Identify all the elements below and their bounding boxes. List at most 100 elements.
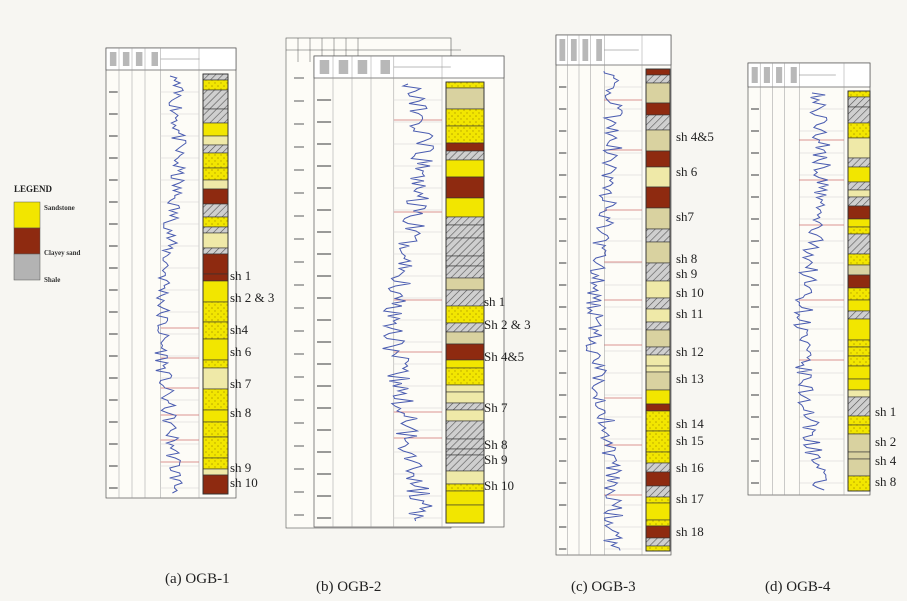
header-glyph xyxy=(135,52,143,66)
shale-label: Sh 2 & 3 xyxy=(484,317,531,332)
lithology-bed xyxy=(202,179,229,190)
header-glyph xyxy=(596,39,602,61)
lithology-bed xyxy=(445,409,485,422)
lithology-bed xyxy=(645,321,671,331)
lithology-bed xyxy=(847,233,871,255)
lithology-bed xyxy=(847,365,871,380)
lithology-bed xyxy=(202,203,229,218)
lithology-bed xyxy=(445,125,485,144)
lithology-bed xyxy=(645,74,671,84)
lithology-bed xyxy=(445,331,485,345)
lithology-bed xyxy=(847,181,871,191)
lithology-bed xyxy=(202,135,229,146)
lithology-bed xyxy=(445,265,485,279)
lithology-bed xyxy=(445,454,485,472)
shale-label: sh 1 xyxy=(875,404,896,419)
lithology-bed xyxy=(445,87,485,110)
lithology-bed xyxy=(645,537,671,547)
header-glyph xyxy=(763,67,770,83)
lithology-bed xyxy=(202,280,229,303)
caption-ogb-3: (c) OGB-3 xyxy=(571,579,636,595)
lithology-column xyxy=(645,68,671,552)
header-glyph xyxy=(151,52,158,66)
lithology-bed xyxy=(645,430,671,453)
lithology-bed xyxy=(645,365,671,373)
lithology-bed xyxy=(445,237,485,257)
lithology-bed xyxy=(645,462,671,473)
lithology-bed xyxy=(202,167,229,181)
lithology-bed xyxy=(847,218,871,228)
header-glyph xyxy=(751,67,758,83)
lithology-bed xyxy=(847,264,871,276)
shale-label: sh 16 xyxy=(676,460,704,475)
lithology-bed xyxy=(847,106,871,124)
lithology-bed xyxy=(645,186,671,209)
lithology-bed xyxy=(202,273,229,282)
shale-label: sh 9 xyxy=(676,266,697,281)
legend-swatch-shale xyxy=(13,253,41,281)
shale-label: sh 1 xyxy=(230,268,251,283)
header-glyph xyxy=(357,60,368,74)
lithology-bed xyxy=(202,457,229,470)
lithology-bed xyxy=(645,297,671,310)
shale-label: sh 4 xyxy=(875,453,897,468)
lithology-bed xyxy=(847,355,871,367)
lithology-bed xyxy=(445,322,485,333)
legend: LEGEND Sandstone Clayey sand Shale xyxy=(13,184,80,284)
lithology-bed xyxy=(202,421,229,438)
lithology-bed xyxy=(202,247,229,255)
header-glyph xyxy=(109,52,117,66)
well-log-ogb-4 xyxy=(747,62,871,496)
lithology-bed xyxy=(445,391,485,404)
lithology-bed xyxy=(645,502,671,521)
legend-title: LEGEND xyxy=(14,184,53,194)
lithology-bed xyxy=(847,196,871,207)
lithology-bed xyxy=(202,226,229,234)
lithology-bed xyxy=(847,318,871,341)
lithology-bed xyxy=(445,438,485,450)
lithology-bed xyxy=(445,176,485,199)
lithology-bed xyxy=(847,157,871,168)
lithology-bed xyxy=(645,519,671,527)
lithology-bed xyxy=(645,329,671,348)
lithology-bed xyxy=(445,81,485,89)
lithology-bed xyxy=(847,205,871,220)
shale-label: sh 11 xyxy=(676,306,703,321)
lithology-bed xyxy=(445,305,485,324)
gamma-ray-curve xyxy=(382,83,434,522)
lithology-bed xyxy=(847,396,871,417)
lithology-bed xyxy=(445,343,485,361)
shale-label: sh 2 xyxy=(875,434,896,449)
lithology-bed xyxy=(445,483,485,492)
shale-label: sh 18 xyxy=(676,524,704,539)
lithology-bed xyxy=(847,122,871,139)
lithology-bed xyxy=(645,451,671,464)
lithology-bed xyxy=(202,468,229,476)
header-glyph xyxy=(380,60,390,74)
lithology-bed xyxy=(847,189,871,198)
lithology-bed xyxy=(445,367,485,386)
lithology-bed xyxy=(645,525,671,539)
lithology-bed xyxy=(645,241,671,264)
shale-label: sh 9 xyxy=(230,460,251,475)
lithology-bed xyxy=(847,389,871,398)
lithology-bed xyxy=(202,321,229,340)
header-glyph xyxy=(559,39,566,61)
lithology-bed xyxy=(645,68,671,76)
lithology-bed xyxy=(645,371,671,391)
lithology-bed xyxy=(445,108,485,127)
shale-label: sh7 xyxy=(676,209,695,224)
shale-labels-ogb-4: sh 1 sh 2 sh 4 sh 8 xyxy=(875,404,897,489)
lithology-bed xyxy=(202,474,229,495)
shale-label: sh 8 xyxy=(230,405,251,420)
lithology-bed xyxy=(202,367,229,390)
lithology-bed xyxy=(847,378,871,391)
lithology-bed xyxy=(445,224,485,239)
lithology-bed xyxy=(645,389,671,405)
legend-label-clayey-sand: Clayey sand xyxy=(44,249,80,257)
shale-labels-ogb-2: sh 1 Sh 2 & 3 Sh 4&5 Sh 7 Sh 8 Sh 9 Sh 1… xyxy=(484,294,531,493)
shale-label: sh 6 xyxy=(676,164,698,179)
shale-label: sh 6 xyxy=(230,344,252,359)
